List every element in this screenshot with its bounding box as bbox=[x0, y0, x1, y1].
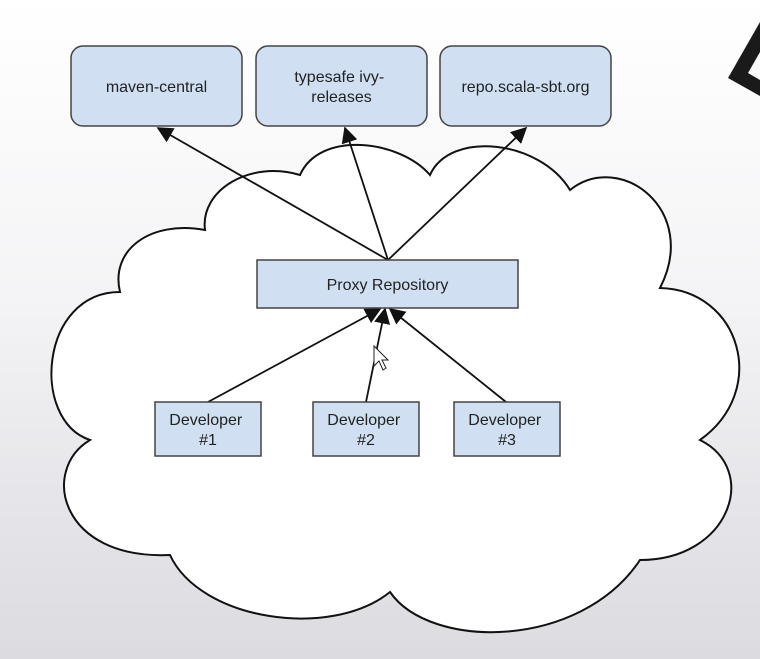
developer-2-label-line-2: #2 bbox=[357, 432, 375, 449]
developer-box-1: Developer #1 bbox=[154, 401, 262, 457]
arrow-proxy-to-typesafe bbox=[341, 126, 389, 261]
arrow-proxy-to-maven-central bbox=[156, 127, 389, 261]
proxy-repository-box: Proxy Repository bbox=[256, 259, 519, 309]
logo-fragment bbox=[728, 22, 760, 96]
repo-label-scala-sbt: repo.scala-sbt.org bbox=[461, 79, 589, 96]
cloud-shape bbox=[50, 144, 741, 634]
developer-3-label-line-1: Developer bbox=[468, 412, 542, 429]
svg-text:maven-central: maven-central bbox=[106, 79, 207, 96]
svg-text:repo.scala-sbt.org: repo.scala-sbt.org bbox=[461, 79, 589, 96]
developer-2-label-line-1: Developer bbox=[327, 412, 401, 429]
repo-box-maven-central: maven-central bbox=[70, 45, 243, 127]
developer-1-label-line-2: #1 bbox=[199, 432, 217, 449]
svg-text:Developer #2: Developer #2 bbox=[327, 412, 404, 449]
arrow-developer-3-to-proxy bbox=[388, 307, 507, 403]
svg-text:Developer #3: Developer #3 bbox=[468, 412, 545, 449]
proxy-repository-label: Proxy Repository bbox=[327, 277, 449, 294]
repo-box-typesafe-ivy-releases: typesafe ivy- releases bbox=[255, 45, 428, 127]
developer-box-2: Developer #2 bbox=[312, 401, 420, 457]
developer-3-label-line-2: #3 bbox=[498, 432, 516, 449]
mouse-cursor-icon bbox=[373, 344, 390, 371]
repo-label-typesafe-line-1: typesafe ivy- bbox=[294, 69, 384, 86]
developer-box-3: Developer #3 bbox=[453, 401, 561, 457]
arrow-proxy-to-scala-sbt bbox=[387, 126, 528, 261]
svg-text:typesafe ivy- releases: typesafe ivy- releases bbox=[294, 69, 388, 106]
svg-text:Proxy Repository: Proxy Repository bbox=[327, 277, 449, 294]
arrow-developer-1-to-proxy bbox=[207, 308, 382, 403]
svg-text:Developer #1: Developer #1 bbox=[169, 412, 246, 449]
repo-box-scala-sbt: repo.scala-sbt.org bbox=[439, 45, 612, 127]
repo-label-typesafe-line-2: releases bbox=[311, 89, 371, 106]
developer-1-label-line-1: Developer bbox=[169, 412, 243, 429]
repo-label-maven-central: maven-central bbox=[106, 79, 207, 96]
